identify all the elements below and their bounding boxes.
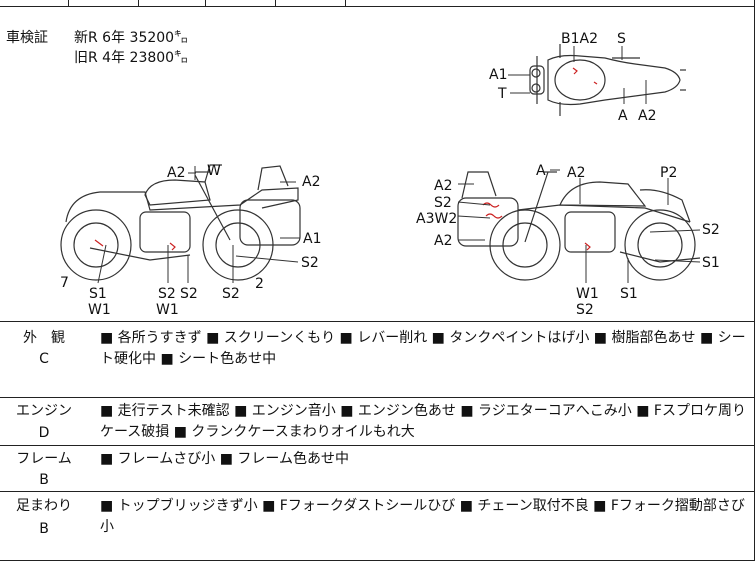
header-cell-divider <box>275 0 276 6</box>
diagram-label: S <box>617 31 626 47</box>
diagram-label: A2 <box>302 174 321 190</box>
diagram-label: W1 <box>88 302 111 318</box>
right-side-bike-drawing <box>457 171 701 281</box>
shaken-row-old: 旧R 4年 23800㌔ <box>74 50 189 66</box>
section-text: ■ フレームさび小 ■ フレーム色あせ中 <box>100 451 349 467</box>
section-title: 外 観 <box>23 330 65 346</box>
section-grade: B <box>39 472 49 488</box>
diagram-label: S1 <box>89 286 107 302</box>
section-title: フレーム <box>16 451 72 467</box>
diagram-label: A2 <box>167 165 186 181</box>
section-text: ■ 走行テスト未確認 ■ エンジン音小 ■ エンジン色あせ ■ ラジエターコアへ… <box>100 403 746 440</box>
diagram-label: A3W2 <box>416 211 458 227</box>
section-grade: B <box>39 521 49 537</box>
diagram-label: 2 <box>255 276 264 292</box>
diagram-label: A1 <box>303 231 322 247</box>
diagram-label: S2 <box>576 302 594 318</box>
section-divider <box>0 397 754 398</box>
diagram-label: A <box>536 163 546 179</box>
diagram-label: W1 <box>576 286 599 302</box>
damage-diagram <box>60 44 701 284</box>
shaken-label: 車検証 <box>6 30 48 46</box>
diagram-label: A2 <box>567 165 586 181</box>
diagram-label: S2 <box>301 255 319 271</box>
top-view-bike-drawing <box>529 44 686 116</box>
section-grade: C <box>39 351 49 367</box>
section-title: 足まわり <box>16 498 72 514</box>
diagram-label: W1 <box>156 302 179 318</box>
left-side-bike-drawing <box>60 164 301 281</box>
section-divider <box>0 445 754 446</box>
diagram-label: S2 <box>434 195 452 211</box>
diagram-label: S2 <box>222 286 240 302</box>
diagram-label: W <box>207 163 221 179</box>
diagram-label: 7 <box>60 275 69 291</box>
diagram-label: A1 <box>489 67 508 83</box>
diagram-label: A2 <box>434 178 453 194</box>
header-cell-divider <box>345 0 346 6</box>
section-text: ■ トップブリッジきず小 ■ Fフォークダストシールひび ■ チェーン取付不良 … <box>100 498 745 535</box>
diagram-label: S2 <box>702 222 720 238</box>
diagram-label: A <box>618 108 628 124</box>
section-grade: D <box>38 425 50 441</box>
diagram-label: S1 <box>702 255 720 271</box>
header-cell-divider <box>205 0 206 6</box>
diagram-label: P2 <box>660 165 678 181</box>
section-divider <box>0 321 754 322</box>
section-title: エンジン <box>16 403 72 419</box>
diagram-label: S2 <box>158 286 176 302</box>
header-cell-divider <box>68 0 69 6</box>
header-row-remnant <box>0 0 754 7</box>
diagram-label: S1 <box>620 286 638 302</box>
diagram-label: S2 <box>180 286 198 302</box>
header-cell-divider <box>138 0 139 6</box>
diagram-label: T <box>498 86 507 102</box>
shaken-row-new: 新R 6年 35200㌔ <box>74 30 189 46</box>
section-text: ■ 各所うすきず ■ スクリーンくもり ■ レバー削れ ■ タンクペイントはげ小… <box>100 330 746 367</box>
diagram-label: B1A2 <box>561 31 598 47</box>
label-leader-lines <box>97 46 701 284</box>
diagram-label: A2 <box>638 108 657 124</box>
diagram-label: A2 <box>434 233 453 249</box>
section-divider <box>0 491 754 492</box>
